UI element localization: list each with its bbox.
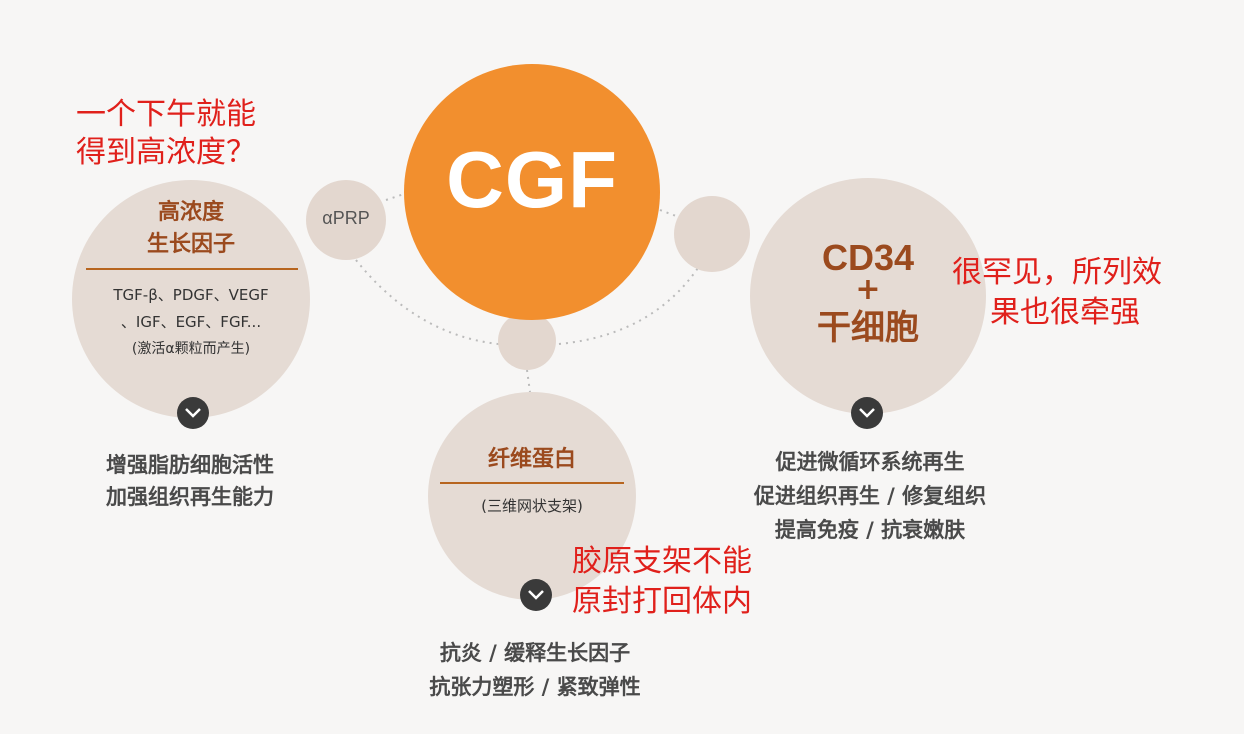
cd34-desc-1: 促进微循环系统再生	[775, 450, 965, 474]
growth-factor-note: (激活α颗粒而产生)	[131, 341, 251, 357]
chevron-down-icon	[520, 579, 552, 611]
growth-factor-title-1: 高浓度	[157, 200, 224, 225]
fibrin-node	[428, 392, 636, 600]
annotation-right-1: 很罕见，所列效	[952, 255, 1162, 290]
cd34-desc-3: 提高免疫 / 抗衰嫩肤	[774, 518, 966, 542]
prp-label: αPRP	[322, 208, 370, 228]
annotation-top-left-1: 一个下午就能	[76, 97, 256, 132]
cgf-center-node	[404, 64, 660, 320]
chevron-down-icon	[851, 397, 883, 429]
connector-node-right	[674, 196, 750, 272]
connector-node-middle	[498, 312, 556, 370]
fibrin-subtitle: (三维网状支架)	[481, 497, 583, 515]
annotation-right-2: 果也很牵强	[990, 295, 1140, 330]
annotation-bottom-1: 胶原支架不能	[572, 544, 752, 579]
fibrin-desc-1: 抗炎 / 缓释生长因子	[439, 641, 631, 665]
growth-factor-desc-1: 增强脂肪细胞活性	[106, 453, 274, 477]
prp-node	[306, 180, 386, 260]
cd34-title: CD34	[821, 237, 915, 278]
chevron-down-icon	[177, 397, 209, 429]
growth-factor-desc-2: 加强组织再生能力	[106, 485, 274, 509]
growth-factor-list-2: 、IGF、EGF、FGF...	[120, 313, 262, 331]
growth-factor-divider	[86, 268, 298, 270]
growth-factor-node	[72, 180, 310, 418]
cd34-plus: +	[855, 272, 881, 307]
fibrin-desc-2: 抗张力塑形 / 紧致弹性	[429, 675, 641, 699]
annotation-bottom-2: 原封打回体内	[572, 584, 752, 619]
fibrin-title: 纤维蛋白	[487, 447, 576, 472]
fibrin-divider	[440, 482, 624, 484]
cd34-stem-cell-node	[750, 178, 986, 414]
cgf-label: CGF	[446, 135, 618, 224]
growth-factor-list-1: TGF-β、PDGF、VEGF	[113, 286, 269, 304]
stem-cell-title: 干细胞	[817, 308, 919, 348]
annotation-top-left-2: 得到高浓度？	[76, 135, 256, 170]
cd34-desc-2: 促进组织再生 / 修复组织	[753, 484, 987, 508]
growth-factor-title-2: 生长因子	[146, 232, 235, 257]
